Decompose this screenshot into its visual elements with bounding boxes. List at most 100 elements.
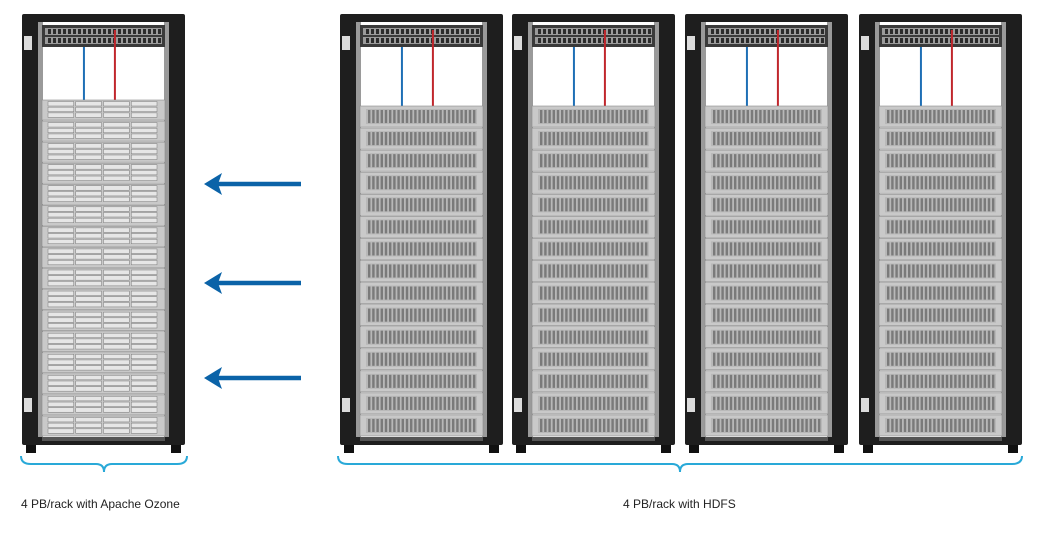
drive-slot [941,352,944,366]
drive-slot [713,286,716,300]
drive-slot [439,154,442,168]
switch-port [781,38,784,43]
drive-slot [767,374,770,388]
drive-slot [929,308,932,322]
drive-slot [945,330,949,344]
drive-slot [742,352,745,366]
switch-port [98,38,101,43]
switch-port [716,29,719,34]
drive-slot [603,264,606,278]
drive-slot [729,220,733,234]
drive-slot [468,264,472,278]
drive-slot [950,110,953,124]
drive-slot [945,132,949,146]
drive-slot [368,308,371,322]
drive-slot [540,264,543,278]
switch-port [441,38,444,43]
drive-slot [937,242,940,256]
switch-port [376,38,379,43]
drive-bay [131,396,158,402]
drive-slot [418,396,421,410]
switch-port [746,29,749,34]
drive-slot [742,264,745,278]
drive-slot [384,264,388,278]
drive-bay [47,317,74,323]
drive-slot [933,154,936,168]
drive-slot [565,330,568,344]
drive-slot [565,198,568,212]
drive-slot [809,374,812,388]
drive-slot [713,198,716,212]
drive-bay [103,217,130,223]
switch-port [613,38,616,43]
drive-slot [725,176,728,190]
drive-slot [552,198,555,212]
rack-base [879,437,1002,441]
drive-bay [75,375,102,381]
drive-slot [759,418,762,432]
drive-slot [405,374,409,388]
drive-slot [452,154,455,168]
drive-slot [372,308,375,322]
drive-bay [131,344,158,350]
drive-slot [376,242,379,256]
drive-slot [624,330,627,344]
drive-slot [414,352,417,366]
drive-slot [780,264,783,278]
drive-slot [410,220,413,234]
drive-bay [103,302,130,308]
drive-slot [895,242,898,256]
drive-slot [439,396,442,410]
drive-slot [929,154,932,168]
drive-slot [899,396,902,410]
hdfs-rack-3 [685,14,848,453]
drive-slot [544,154,547,168]
drive-slot [422,374,425,388]
drive-slot [636,330,639,344]
drive-slot [422,176,425,190]
switch-port [401,38,404,43]
switch-port [638,38,641,43]
drive-bay [131,217,158,223]
rack-base [360,437,483,441]
drive-slot [797,396,800,410]
drive-slot [594,242,597,256]
drive-slot [452,308,455,322]
drive-bay [103,401,130,407]
drive-slot [405,220,409,234]
switch-port [900,38,903,43]
drive-slot [992,308,995,322]
drive-slot [410,418,413,432]
drive-slot [937,154,940,168]
drive-slot [813,286,817,300]
drive-slot [607,330,610,344]
switch-port [821,29,824,34]
drive-slot [945,308,949,322]
drive-slot [582,352,585,366]
drive-bay [75,311,102,317]
drive-slot [544,418,547,432]
drive-slot [933,242,936,256]
drive-slot [916,396,919,410]
drive-slot [640,242,644,256]
drive-slot [464,198,467,212]
drive-slot [983,308,986,322]
drive-slot [544,242,547,256]
switch-port [955,38,958,43]
drive-slot [573,330,576,344]
drive-slot [797,198,800,212]
drive-slot [801,286,804,300]
drive-bay [75,302,102,308]
drive-slot [962,264,965,278]
switch-port [456,29,459,34]
drive-slot [738,264,741,278]
drive-slot [443,396,446,410]
drive-slot [912,132,915,146]
drive-slot [372,110,375,124]
drive-slot [929,176,932,190]
drive-slot [912,418,915,432]
drive-slot [818,286,821,300]
rack-foot [661,445,671,453]
drive-slot [738,110,741,124]
drive-slot [556,374,560,388]
